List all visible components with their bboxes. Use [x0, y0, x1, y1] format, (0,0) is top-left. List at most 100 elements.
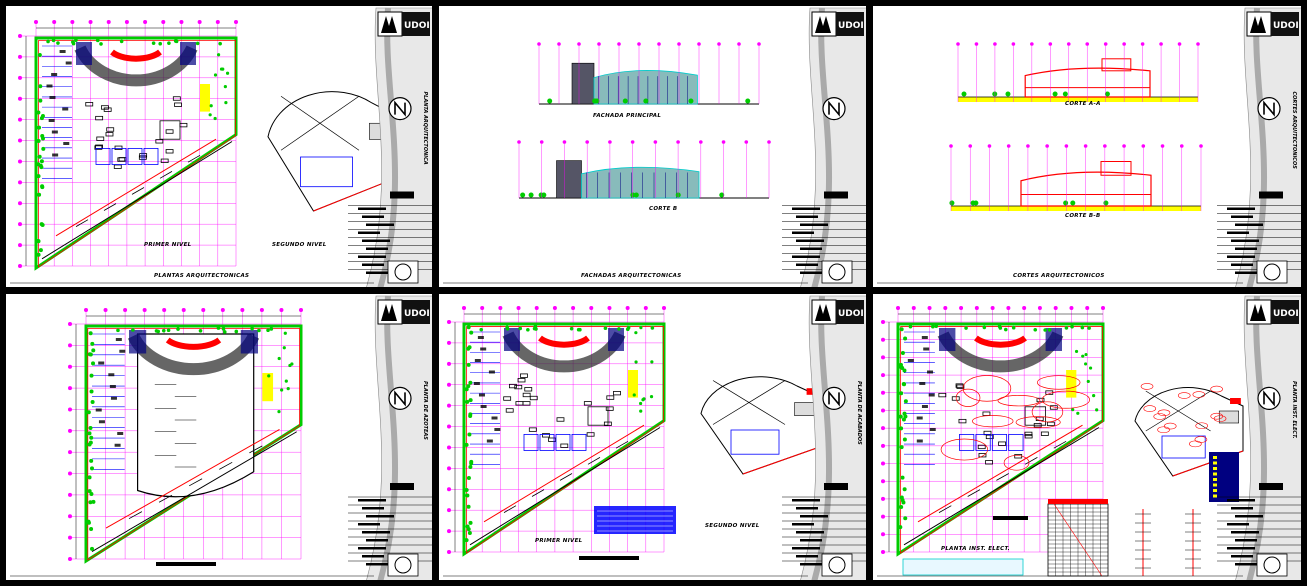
office-room [143, 147, 159, 165]
traffic-arrow [559, 473, 573, 481]
tree-icon [74, 38, 78, 43]
parked-car [117, 432, 124, 435]
stair-tower [1100, 161, 1132, 176]
tree-icon [466, 504, 471, 509]
showroom-car [94, 145, 103, 150]
title-row-text-bar [796, 239, 824, 242]
title-row-text-bar [796, 263, 818, 266]
tree-icon [71, 41, 76, 46]
axis-marker [552, 306, 557, 310]
title-row-text-bar [796, 215, 818, 218]
tree-icon [1076, 411, 1080, 415]
north-letter-icon [1263, 100, 1275, 117]
parked-car [474, 359, 481, 362]
tree-icon [634, 360, 638, 364]
stair-core [76, 42, 92, 65]
tree-icon [222, 330, 227, 334]
showroom-car [103, 107, 112, 112]
showroom-car [165, 129, 174, 134]
circuit-loop [1177, 392, 1191, 399]
circuit-loop [972, 415, 1014, 428]
void-cross [280, 95, 360, 151]
logo-mark-icon [381, 304, 397, 321]
axis-marker [990, 306, 995, 310]
axis-marker [259, 308, 264, 312]
tree-icon [37, 154, 42, 159]
lobby-red-zone [538, 335, 590, 348]
axis-marker [585, 140, 589, 144]
tree-icon [468, 398, 473, 403]
seal-ring-icon [394, 263, 412, 281]
legend-swatch [1213, 461, 1217, 465]
axis-marker [18, 201, 22, 206]
axis-marker [744, 140, 749, 144]
axis-marker [447, 424, 451, 429]
axis-marker [462, 306, 466, 310]
axis-marker [956, 42, 960, 46]
axis-marker [1159, 42, 1163, 46]
showroom-car [100, 105, 109, 110]
title-row-text-bar [366, 247, 388, 250]
title-block-seal [1256, 260, 1288, 284]
showroom-car [998, 441, 1006, 446]
axis-marker [1103, 144, 1107, 148]
title-row-text-bar [358, 231, 380, 234]
axis-marker [18, 34, 22, 38]
axis-marker [607, 306, 612, 310]
tree-icon [1081, 354, 1085, 358]
conference-table [1218, 410, 1239, 424]
axis-marker [927, 306, 932, 310]
axis-marker [1085, 42, 1090, 46]
axis-marker [662, 306, 666, 310]
title-row-text-bar [358, 523, 380, 526]
title-row-text-bar [358, 547, 386, 550]
title-row-text-bar [800, 247, 822, 250]
sheet-fachadas-arquitectonicas[interactable]: UDOI FACHADA PRINCIPAL CORTE B FACHADAS … [437, 4, 868, 289]
tree-icon [464, 442, 469, 447]
tree-icon [1047, 328, 1052, 332]
axis-marker [220, 308, 225, 312]
axis-marker [1083, 144, 1088, 148]
axis-marker [1069, 306, 1074, 310]
axis-marker [608, 140, 612, 144]
axis-marker [447, 508, 451, 513]
circuit-diagonal [1053, 503, 1103, 577]
axis-marker [18, 180, 22, 185]
axis-marker [881, 479, 885, 484]
axis-marker [143, 20, 148, 24]
logo-band [836, 12, 864, 36]
tree-icon [221, 327, 226, 331]
showroom-car [155, 139, 164, 144]
tree-icon [89, 435, 94, 440]
title-row-text-bar [1227, 207, 1255, 210]
traffic-arrow [967, 489, 981, 497]
tree-icon [89, 491, 94, 496]
showroom-car [172, 96, 181, 101]
showroom-car [522, 392, 531, 398]
site-boundary [896, 322, 1105, 557]
tree-icon [36, 252, 41, 257]
tree-icon [632, 393, 636, 397]
traffic-arrow [1024, 457, 1038, 465]
parked-car [473, 382, 480, 385]
tree-icon [277, 410, 281, 414]
parked-car [46, 84, 53, 88]
office-block [300, 156, 353, 188]
axis-marker [480, 306, 485, 310]
tree-icon [166, 328, 171, 333]
seal-ring-icon [1263, 263, 1281, 281]
tree-icon [650, 326, 655, 330]
tree-icon [86, 520, 91, 525]
vertical-sheet-title: PLANTA DE AZOTEAS [422, 381, 428, 440]
showroom-car [985, 460, 993, 465]
axis-marker [721, 140, 726, 144]
tree-icon [639, 409, 643, 413]
tree-icon [900, 350, 905, 355]
tree-icon [961, 91, 967, 97]
axis-marker [240, 308, 245, 312]
